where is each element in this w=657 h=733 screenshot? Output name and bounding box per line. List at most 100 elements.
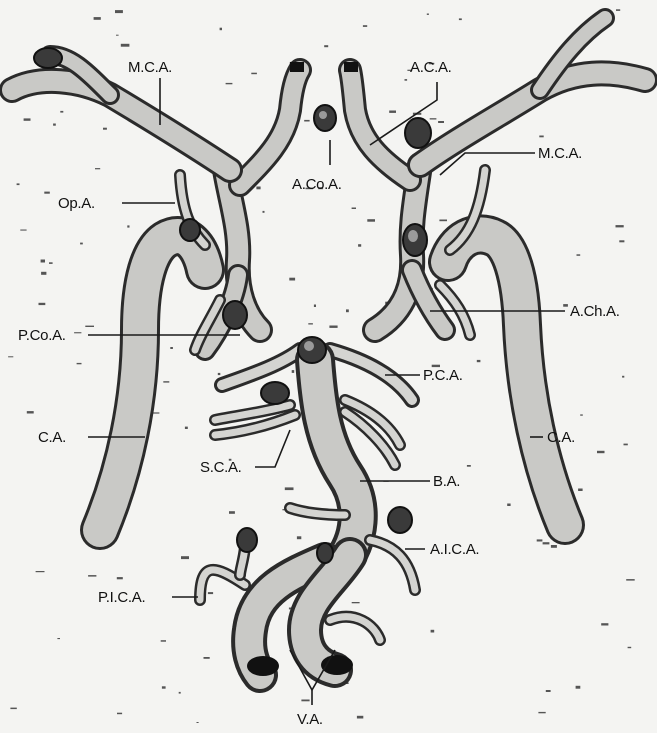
speckle xyxy=(161,640,166,642)
speckle xyxy=(49,262,53,264)
speckle xyxy=(507,504,510,507)
speckle xyxy=(314,305,316,308)
speckle xyxy=(459,18,462,20)
speckle xyxy=(301,700,309,702)
left-carotid-artery xyxy=(100,236,205,530)
speckle xyxy=(467,465,471,467)
speckle xyxy=(477,360,481,362)
speckle xyxy=(329,326,337,328)
right-middle-cerebral-artery xyxy=(420,18,645,165)
speckle xyxy=(162,686,166,688)
speckle xyxy=(324,45,328,47)
speckle xyxy=(430,118,437,119)
speckle xyxy=(36,571,45,572)
speckle xyxy=(116,35,119,36)
speckle xyxy=(616,225,624,227)
label-opa: Op.A. xyxy=(58,195,95,212)
speckle xyxy=(405,79,408,81)
basilar-artery xyxy=(315,360,358,565)
label-aica: A.I.C.A. xyxy=(430,541,479,558)
speckle xyxy=(153,412,159,413)
speckle xyxy=(27,411,34,413)
speckle xyxy=(94,17,101,20)
label-mca-right: M.C.A. xyxy=(538,145,582,162)
speckle xyxy=(57,638,60,639)
speckle xyxy=(24,118,31,120)
speckle xyxy=(20,230,26,231)
label-mca-left: M.C.A. xyxy=(128,59,172,76)
speckle xyxy=(197,722,199,723)
speckle xyxy=(85,326,94,327)
speckle xyxy=(543,542,550,544)
speckle xyxy=(170,347,173,349)
speckle xyxy=(218,373,221,375)
speckle xyxy=(537,539,543,541)
speckle xyxy=(181,556,189,559)
speckle xyxy=(127,225,129,227)
speckle xyxy=(74,332,81,333)
speckle xyxy=(185,427,188,429)
speckle xyxy=(208,592,213,594)
speckle xyxy=(263,211,265,213)
speckle xyxy=(304,120,309,122)
label-acha: A.Ch.A. xyxy=(570,303,620,320)
label-sca: S.C.A. xyxy=(200,459,242,476)
speckle xyxy=(204,657,210,659)
speckle xyxy=(357,716,363,719)
speckle xyxy=(121,44,130,47)
speckle xyxy=(95,168,100,169)
speckle xyxy=(41,260,45,263)
speckle xyxy=(546,690,551,692)
speckle xyxy=(626,579,635,581)
speckle xyxy=(10,708,16,710)
speckle xyxy=(44,192,50,194)
label-ca-right: C.A. xyxy=(547,429,575,446)
speckle xyxy=(163,381,169,382)
speckle xyxy=(628,647,632,648)
speckle xyxy=(431,630,435,633)
speckle xyxy=(578,489,583,492)
speckle xyxy=(539,136,543,138)
speckle xyxy=(80,243,83,245)
speckle xyxy=(220,28,222,31)
label-pca: P.C.A. xyxy=(423,367,463,384)
speckle xyxy=(226,83,233,84)
label-pcoa: P.Co.A. xyxy=(18,327,66,344)
speckle xyxy=(8,356,13,357)
speckle xyxy=(601,623,608,625)
speckle xyxy=(308,323,313,324)
label-ba: B.A. xyxy=(433,473,460,490)
label-pica: P.I.C.A. xyxy=(98,589,145,606)
speckle xyxy=(77,363,82,364)
speckle xyxy=(41,272,46,275)
label-va: V.A. xyxy=(297,711,323,728)
speckle xyxy=(619,240,624,242)
speckle xyxy=(438,121,444,123)
right-carotid-artery xyxy=(448,234,565,525)
speckle xyxy=(117,577,123,579)
speckle xyxy=(297,536,301,539)
speckle xyxy=(251,73,257,75)
speckle xyxy=(538,712,545,713)
left-middle-cerebral-artery xyxy=(12,55,230,170)
label-ca-left: C.A. xyxy=(38,429,66,446)
speckle xyxy=(289,278,295,281)
speckle xyxy=(39,303,46,305)
speckle xyxy=(427,14,429,15)
speckle xyxy=(229,511,235,514)
speckle xyxy=(285,487,294,490)
speckle xyxy=(352,208,356,210)
speckle xyxy=(577,254,581,256)
speckle xyxy=(179,692,181,694)
speckle xyxy=(624,444,628,446)
label-acoa: A.Co.A. xyxy=(292,176,342,193)
speckle xyxy=(563,304,568,307)
speckle xyxy=(580,414,583,415)
speckle xyxy=(17,183,20,185)
speckle xyxy=(346,309,349,312)
speckle xyxy=(576,686,581,689)
label-aca: A.C.A. xyxy=(410,59,452,76)
speckle xyxy=(551,545,557,548)
